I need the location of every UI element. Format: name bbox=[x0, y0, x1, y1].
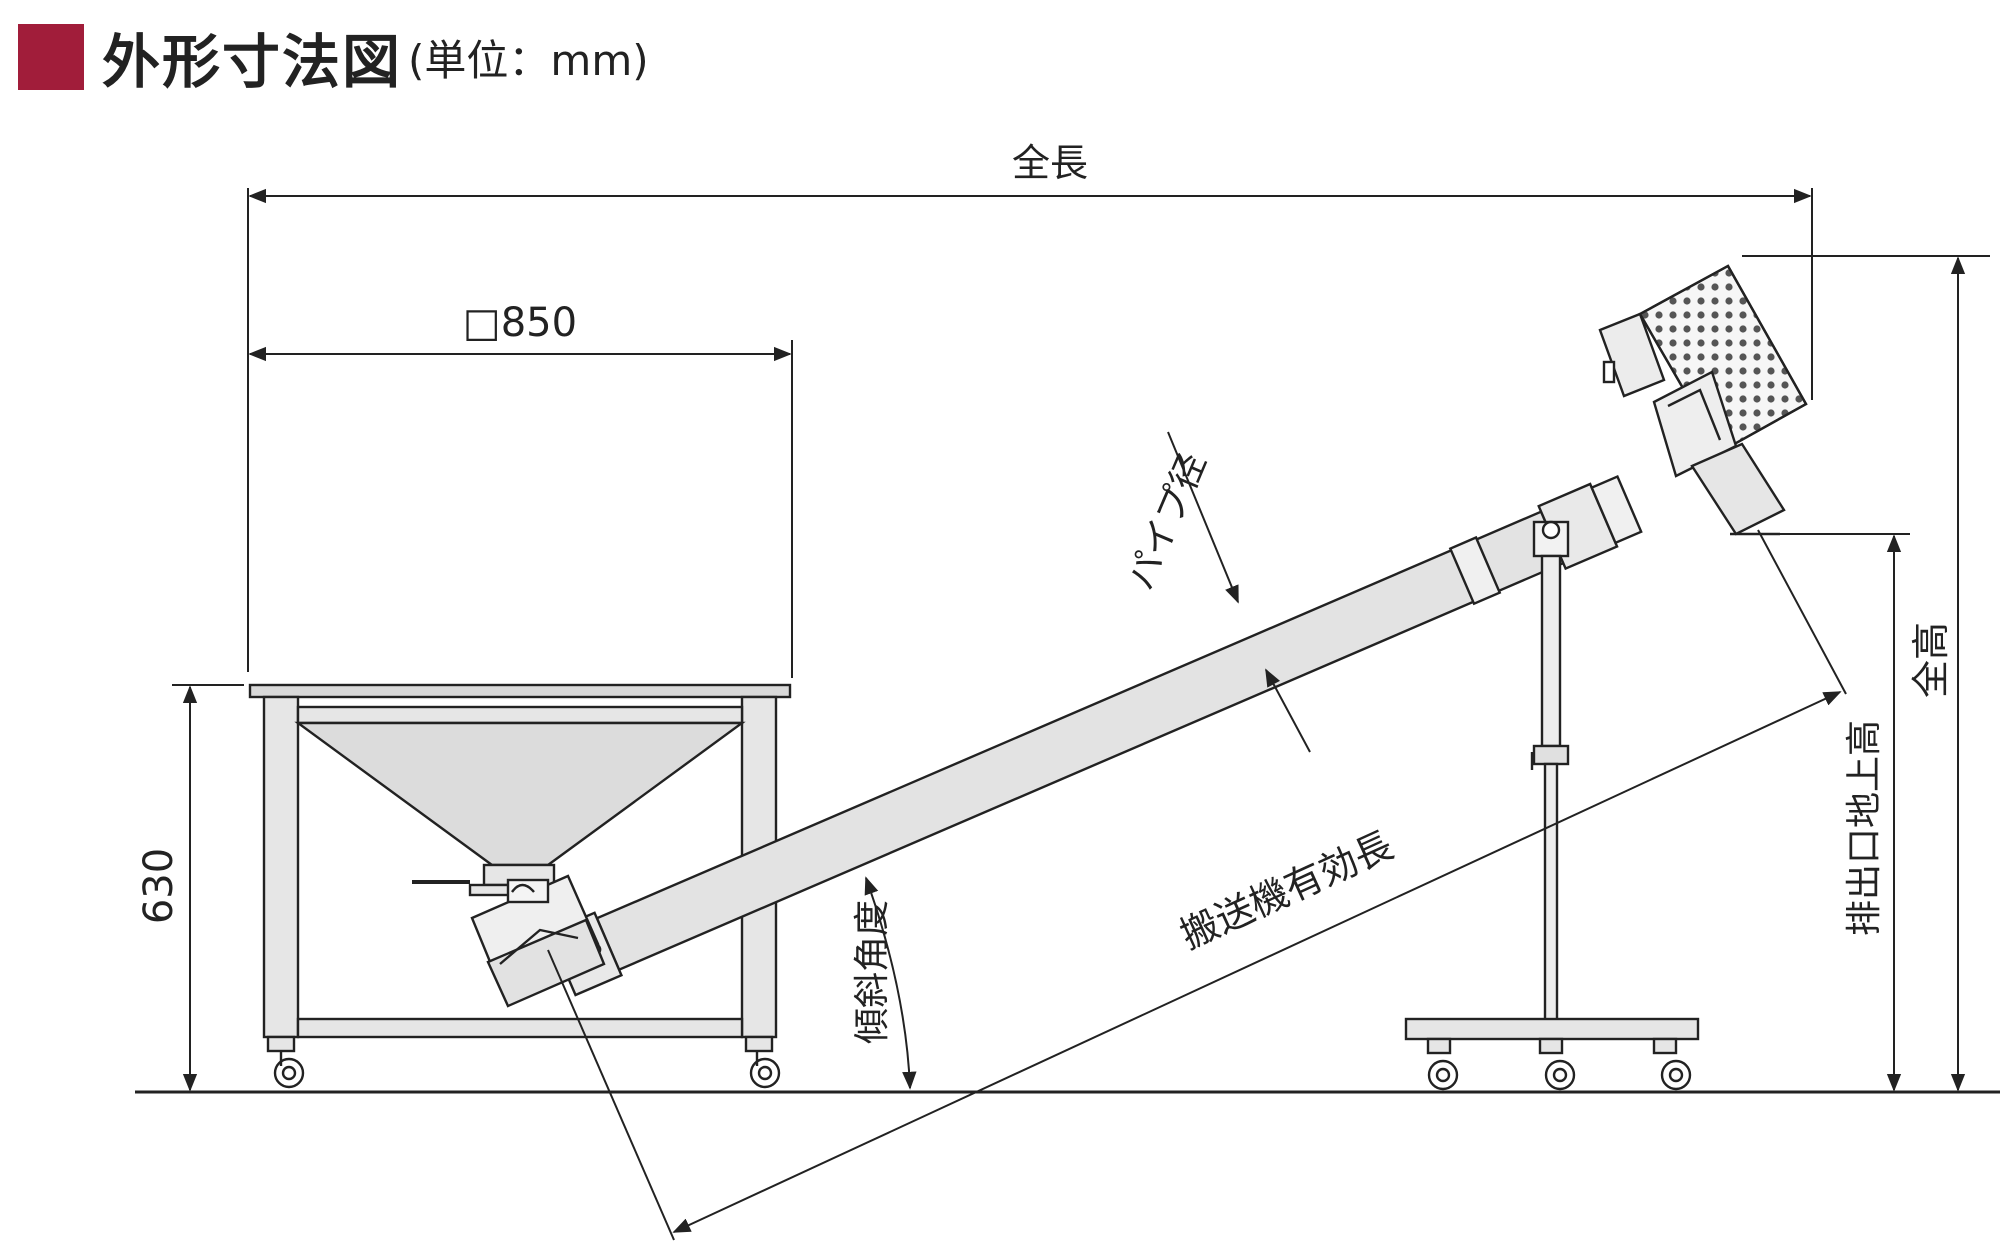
stand-caster-left bbox=[1426, 1037, 1459, 1091]
hopper-height-label: 630 bbox=[136, 848, 182, 924]
pipe-diameter-label: パイプ径 bbox=[1120, 447, 1214, 596]
dimension-lines bbox=[172, 188, 1990, 1241]
hopper-size-label: □850 bbox=[463, 300, 577, 346]
title-square-icon bbox=[18, 24, 84, 90]
overall-length-label: 全長 bbox=[1012, 141, 1088, 185]
drive-head bbox=[1598, 264, 1808, 536]
inlet-box bbox=[470, 874, 606, 1008]
hopper-caster-left bbox=[266, 1035, 305, 1089]
hopper-caster-right bbox=[744, 1035, 781, 1089]
unit-label: (単位：mm) bbox=[408, 35, 649, 85]
overall-height-label: 全高 bbox=[1909, 622, 1953, 698]
effective-length-label: 搬送機有効長 bbox=[1174, 823, 1400, 958]
stand-caster-right bbox=[1652, 1037, 1692, 1091]
incline-angle-label: 傾斜角度 bbox=[852, 900, 893, 1044]
title-bar: 外形寸法図 (単位：mm) bbox=[18, 12, 649, 102]
discharge-height-label: 排出口地上高 bbox=[1844, 720, 1885, 936]
stand-caster-center bbox=[1538, 1037, 1576, 1091]
page-title: 外形寸法図 bbox=[102, 28, 403, 96]
